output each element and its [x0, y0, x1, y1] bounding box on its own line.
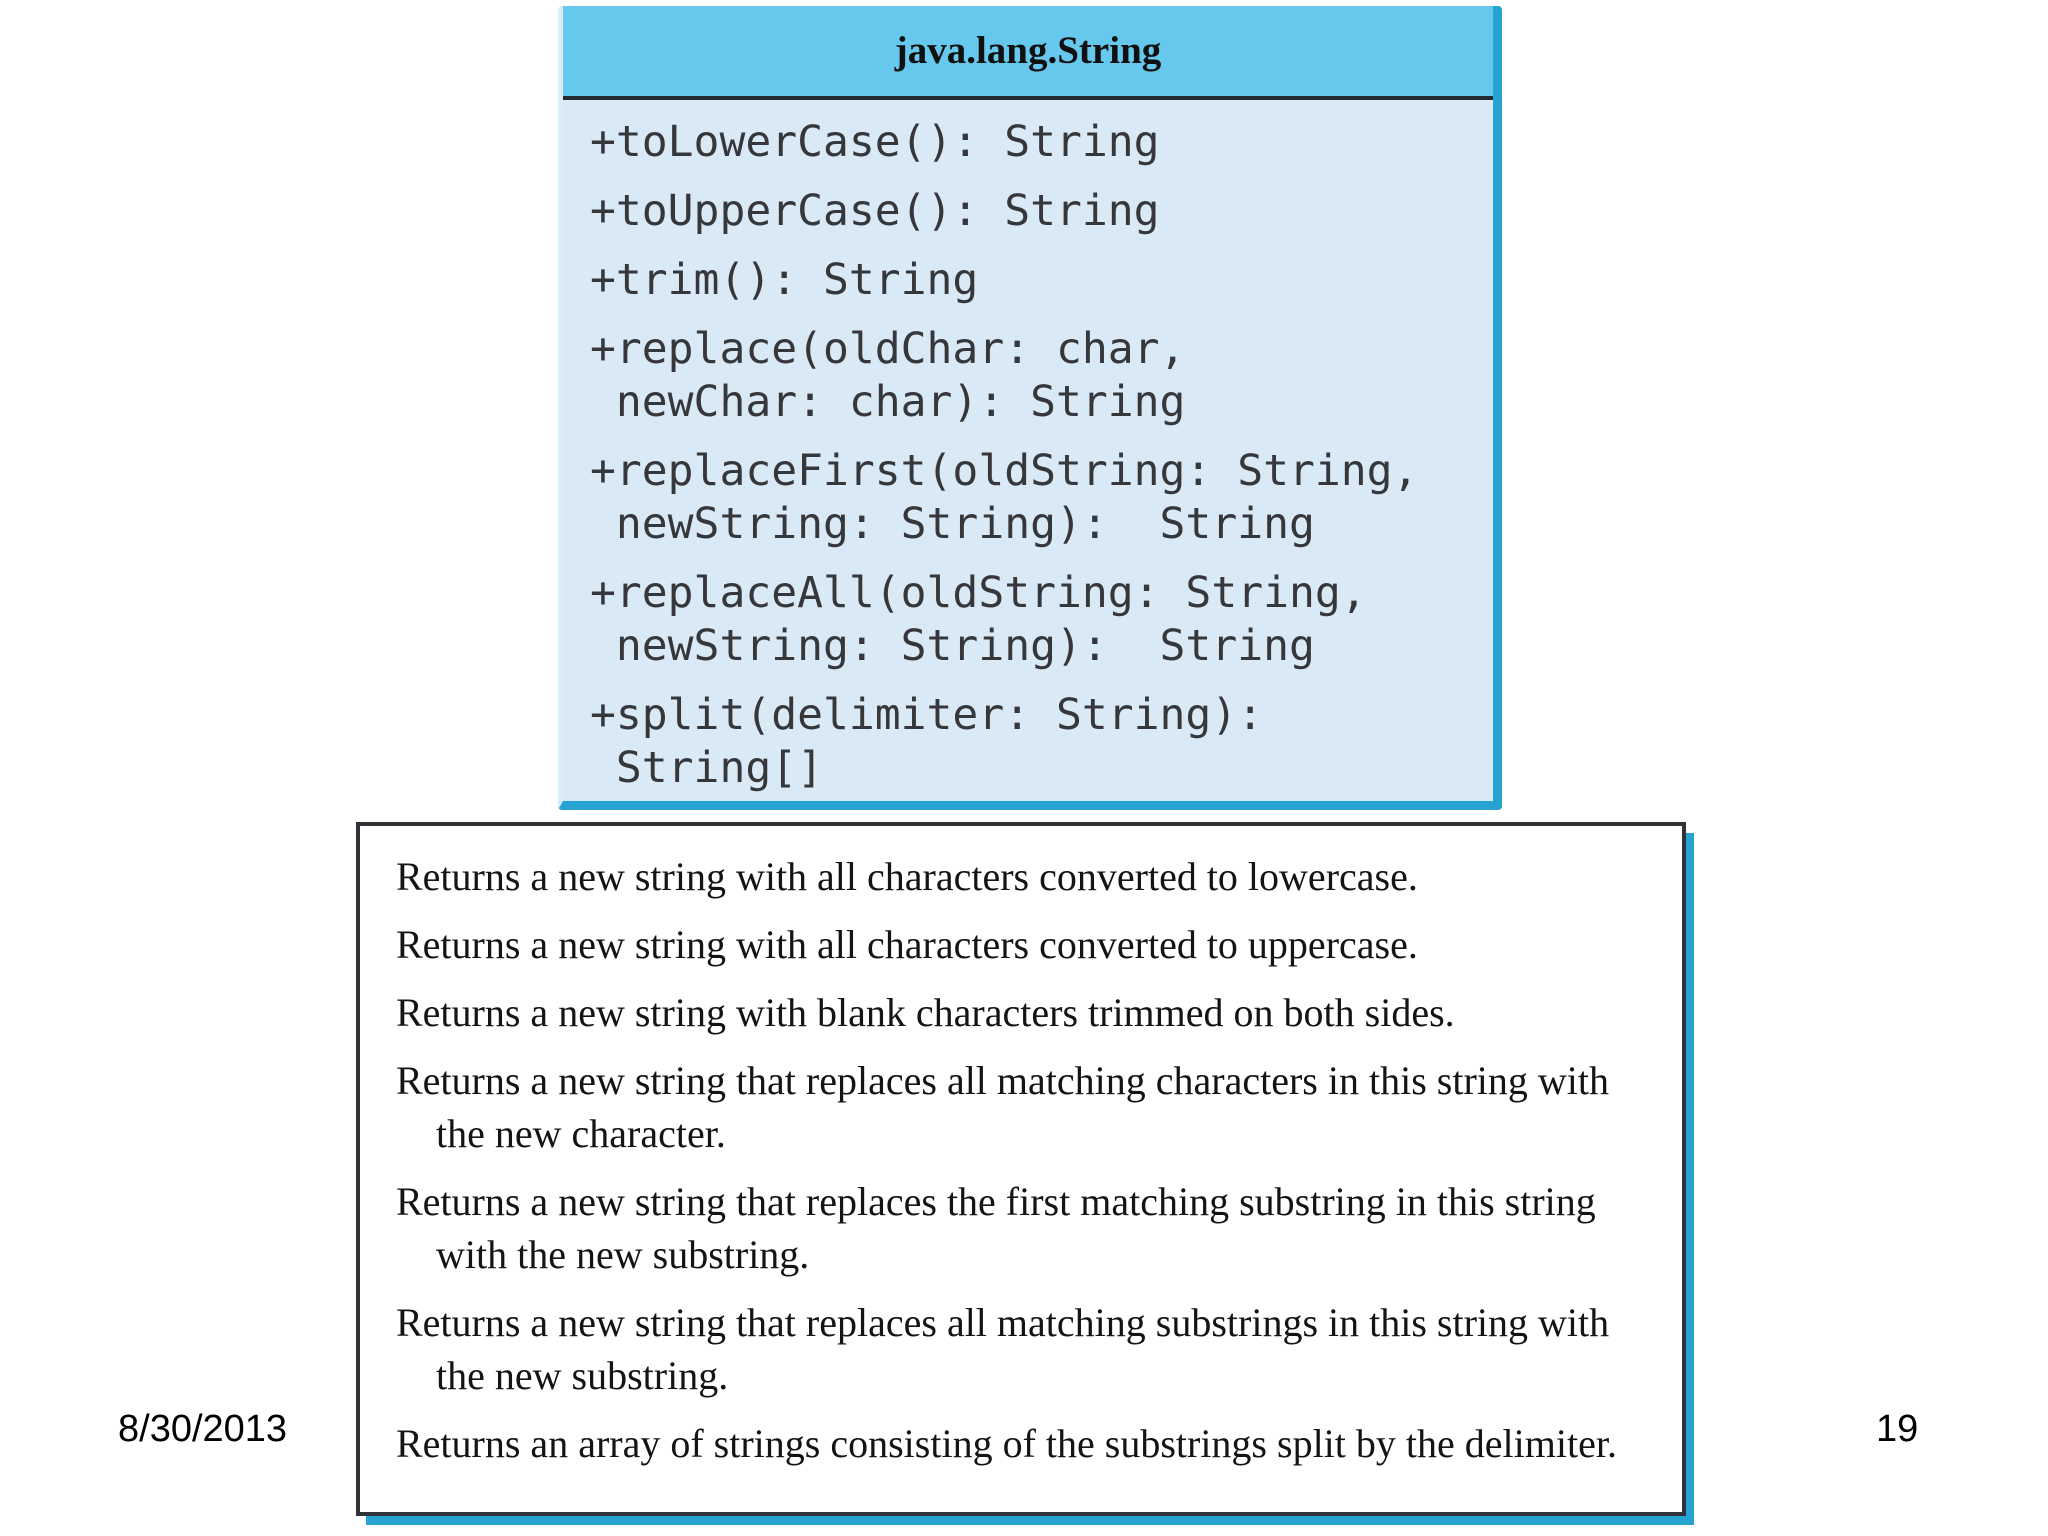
uml-class-title: java.lang.String — [563, 6, 1493, 100]
slide-page-number: 19 — [1876, 1408, 1919, 1450]
method-line: newString: String): String — [590, 621, 1315, 671]
method-line: +replaceAll(oldString: String, — [590, 568, 1367, 618]
description-split: Returns an array of strings consisting o… — [396, 1421, 1617, 1466]
description-replaceAll: Returns a new string that replaces all m… — [396, 1300, 1610, 1398]
slide-date: 8/30/2013 — [118, 1408, 288, 1450]
method-line: newChar: char): String — [590, 377, 1186, 427]
uml-method-replace: +replace(oldChar: char, newChar: char): … — [590, 323, 1493, 429]
method-line: newString: String): String — [590, 499, 1315, 549]
method-descriptions-box: Returns a new string with all characters… — [356, 822, 1686, 1516]
method-line: +trim(): String — [590, 255, 979, 305]
uml-method-replaceFirst: +replaceFirst(oldString: String, newStri… — [590, 445, 1493, 551]
description-toUpperCase: Returns a new string with all characters… — [396, 922, 1418, 967]
method-line: +toUpperCase(): String — [590, 186, 1160, 236]
method-line: +replace(oldChar: char, — [590, 324, 1186, 374]
description-replaceFirst: Returns a new string that replaces the f… — [396, 1179, 1596, 1277]
uml-method-replaceAll: +replaceAll(oldString: String, newString… — [590, 567, 1493, 673]
uml-method-toUpperCase: +toUpperCase(): String — [590, 185, 1493, 238]
method-line: +replaceFirst(oldString: String, — [590, 446, 1419, 496]
method-line: String[] — [590, 743, 823, 793]
description-trim: Returns a new string with blank characte… — [396, 990, 1455, 1035]
method-line: +split(delimiter: String): — [590, 690, 1264, 740]
method-line: +toLowerCase(): String — [590, 117, 1160, 167]
uml-methods-list: +toLowerCase(): String +toUpperCase(): S… — [563, 100, 1493, 795]
uml-method-trim: +trim(): String — [590, 254, 1493, 307]
description-replace: Returns a new string that replaces all m… — [396, 1058, 1609, 1156]
uml-method-toLowerCase: +toLowerCase(): String — [590, 116, 1493, 169]
uml-method-split: +split(delimiter: String): String[] — [590, 689, 1493, 795]
uml-class-box: java.lang.String +toLowerCase(): String … — [558, 6, 1502, 810]
description-toLowerCase: Returns a new string with all characters… — [396, 854, 1418, 899]
